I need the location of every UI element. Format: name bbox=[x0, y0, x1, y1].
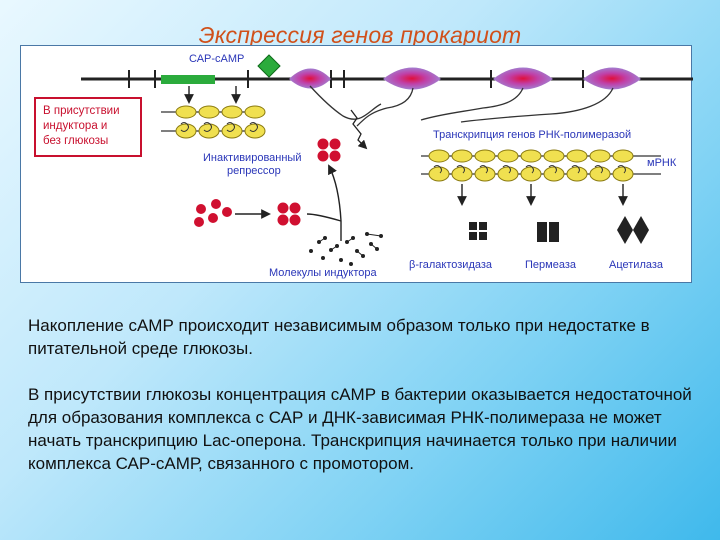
lac-operon-diagram: САР-сАМР bbox=[20, 45, 693, 283]
dna-arrows bbox=[184, 86, 241, 104]
ribosome-icon bbox=[198, 105, 220, 139]
ribosome-icon bbox=[589, 149, 611, 182]
translation-arrows bbox=[457, 184, 628, 206]
condition-box-line2: индуктора и bbox=[43, 120, 107, 132]
condition-box-line3: без глюкозы bbox=[43, 135, 108, 147]
rna-polymerase-icon bbox=[583, 67, 641, 90]
repressor-label: репрессор bbox=[227, 165, 281, 177]
condition-box-line1: В присутствии bbox=[43, 105, 120, 117]
ribosome-icon bbox=[566, 149, 588, 182]
slide-title: Экспрессия генов прокариот bbox=[198, 22, 522, 48]
inducer-bonds bbox=[318, 233, 382, 257]
beta-galactosidase-label: β-галактозидаза bbox=[409, 259, 493, 271]
body-text: Накопление сАМР происходит независимым о… bbox=[28, 314, 698, 475]
repressor-inducer-complex-icon bbox=[317, 138, 341, 162]
inducer-pathway-lines bbox=[306, 164, 342, 241]
permease-icon bbox=[537, 222, 559, 242]
diagram-canvas: САР-сАМР bbox=[34, 53, 693, 279]
paragraph-2: В присутствии глюкозы концентрация сАМР … bbox=[28, 385, 692, 473]
condition-box bbox=[34, 97, 142, 157]
beta-galactosidase-icon bbox=[469, 222, 487, 240]
rna-polymerase-icon bbox=[383, 67, 441, 90]
ribosome-icon bbox=[543, 149, 565, 182]
ribosomes-left bbox=[175, 105, 266, 139]
inducer-molecules-icon bbox=[309, 232, 383, 266]
ribosomes-right bbox=[428, 149, 634, 182]
paragraph-gap bbox=[28, 360, 698, 383]
rna-polymerase-icon bbox=[493, 67, 553, 90]
ribosome-icon bbox=[451, 149, 473, 182]
acetylase-label: Ацетилаза bbox=[609, 259, 664, 271]
bound-repressor-icon bbox=[277, 202, 301, 226]
mrna-transcripts bbox=[309, 85, 614, 127]
rna-polymerases bbox=[289, 67, 641, 90]
ribosome-icon bbox=[175, 105, 197, 139]
cap-binding-site bbox=[161, 75, 215, 84]
ribosome-icon bbox=[497, 149, 519, 182]
ribosome-icon bbox=[474, 149, 496, 182]
mrna-label: мРНК bbox=[647, 157, 677, 169]
inactivated-repressor-label: Инактивированный bbox=[203, 152, 301, 164]
acetylase-icon bbox=[617, 216, 649, 244]
cap-camp-label: САР-сАМР bbox=[189, 53, 244, 65]
free-repressor-icon bbox=[194, 199, 232, 227]
ribosome-icon bbox=[520, 149, 542, 182]
transcription-label: Транскрипция генов РНК-полимеразой bbox=[433, 129, 631, 141]
paragraph-1: Накопление сАМР происходит независимым о… bbox=[28, 316, 650, 358]
rna-polymerase-icon bbox=[289, 68, 331, 89]
ribosome-icon bbox=[244, 105, 266, 139]
permease-label: Пермеаза bbox=[525, 259, 577, 271]
cap-camp-diamond-icon bbox=[257, 54, 281, 78]
inducer-molecules-label: Молекулы индуктора bbox=[269, 267, 377, 279]
ribosome-icon bbox=[428, 149, 450, 182]
ribosome-icon bbox=[612, 149, 634, 182]
zigzag-arrow bbox=[350, 109, 368, 150]
ribosome-icon bbox=[221, 105, 243, 139]
